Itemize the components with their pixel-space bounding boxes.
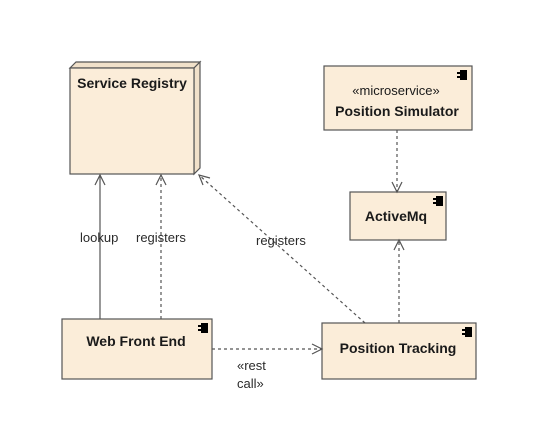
tracking-to-activemq-connector[interactable] <box>393 238 405 323</box>
rest-call-label-line2: call» <box>237 376 264 391</box>
web-front-end-title: Web Front End <box>86 333 185 349</box>
position-tracking-title: Position Tracking <box>340 340 457 356</box>
service-registry-title: Service Registry <box>77 75 187 91</box>
position-simulator-stereotype: «microservice» <box>352 83 439 98</box>
lookup-connector[interactable] <box>94 173 106 319</box>
service-registry-node[interactable]: Service Registry <box>68 60 202 176</box>
web-front-end-node[interactable]: Web Front End <box>61 318 213 380</box>
rest-call-label-line1: «rest <box>237 358 266 373</box>
activemq-node[interactable]: ActiveMq <box>349 191 447 241</box>
lookup-label: lookup <box>80 230 118 245</box>
activemq-title: ActiveMq <box>365 208 427 224</box>
position-simulator-title: Position Simulator <box>335 103 459 119</box>
registers-web-connector[interactable] <box>155 173 167 319</box>
simulator-to-activemq-connector[interactable] <box>391 130 403 194</box>
registers-web-label: registers <box>136 230 186 245</box>
rest-call-connector[interactable] <box>212 343 324 355</box>
registers-tracking-label: registers <box>256 233 306 248</box>
position-tracking-node[interactable]: Position Tracking <box>321 322 477 380</box>
registers-tracking-connector[interactable] <box>197 174 366 324</box>
position-simulator-node[interactable]: «microservice» Position Simulator <box>323 65 473 131</box>
